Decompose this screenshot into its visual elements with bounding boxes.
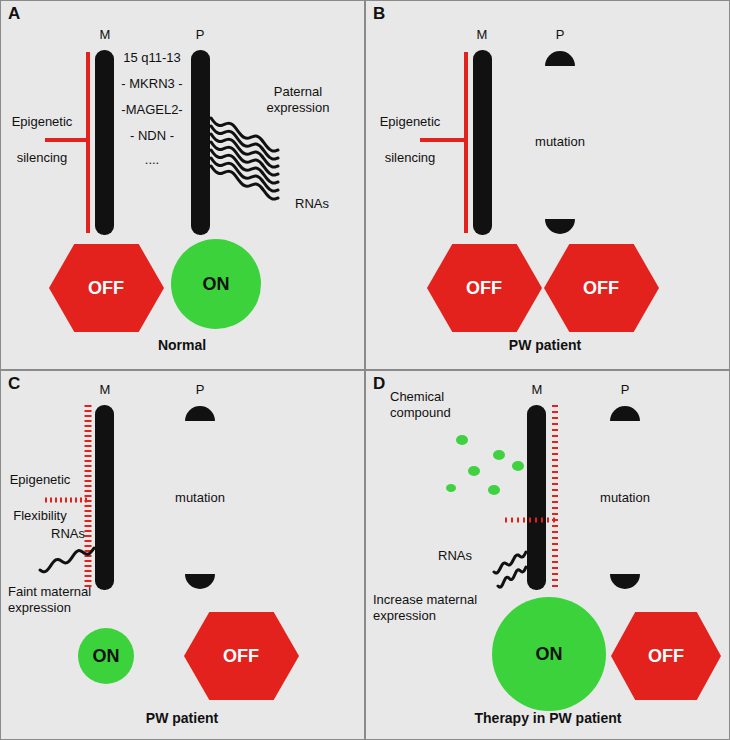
maternal-chromosome — [473, 50, 492, 235]
chromosomes — [95, 50, 640, 590]
annotation-label: mutation — [175, 490, 225, 506]
flexible-silencing — [45, 498, 88, 503]
silencing-bar — [45, 138, 88, 142]
off-hexagon: OFF — [184, 612, 299, 700]
annotation-label: Paternal expression — [253, 84, 343, 116]
annotation-label: - NDN - — [130, 128, 174, 144]
chromosome-fragment — [545, 51, 575, 66]
panel-letter: D — [373, 374, 385, 394]
annotation-label: P — [621, 382, 630, 398]
annotation-label: RNAs — [438, 548, 472, 564]
annotation-label: Epigenetic Flexibility — [0, 462, 80, 534]
annotation-label: M — [100, 27, 111, 43]
flexible-silencing — [505, 518, 555, 523]
chromosome-fragment — [545, 219, 575, 234]
compound-dot — [488, 485, 500, 495]
annotation-label: -MAGEL2- — [121, 102, 182, 118]
compound-dot — [446, 484, 456, 492]
silencing-bar — [86, 52, 90, 233]
annotation-label: P — [196, 382, 205, 398]
annotation-label: M — [532, 382, 543, 398]
off-hexagon: OFF — [427, 244, 542, 332]
maternal-chromosome — [95, 50, 114, 235]
state-label: OFF — [648, 646, 684, 667]
state-label: ON — [203, 274, 230, 295]
chromosome-fragment — [610, 406, 640, 421]
on-circle: ON — [78, 628, 134, 684]
panel-letter: A — [8, 4, 20, 24]
annotation-label: mutation — [600, 490, 650, 506]
panel-caption: Normal — [158, 337, 206, 353]
annotation-label: Increase maternal expression — [373, 592, 483, 624]
compound-dots — [446, 435, 524, 495]
circle-fill — [78, 628, 134, 684]
panel-caption: Therapy in PW patient — [474, 710, 621, 726]
off-hexagon: OFF — [544, 244, 659, 332]
on-circle: ON — [492, 597, 606, 711]
state-label: ON — [536, 644, 563, 665]
state-label: OFF — [466, 278, 502, 299]
hexagon-fill — [544, 244, 659, 332]
compound-dot — [512, 461, 524, 471]
flexible-silencing — [552, 405, 558, 590]
off-hexagon: OFF — [611, 612, 721, 700]
annotation-label: RNAs — [295, 196, 329, 212]
rna-strand — [40, 548, 94, 572]
rna-strands — [40, 118, 526, 587]
figure-panel: A OFF ON — [0, 0, 365, 370]
panel-caption: PW patient — [509, 337, 581, 353]
compound-dot — [468, 466, 480, 476]
on-circle: ON — [171, 239, 261, 329]
annotation-label: Chemical compound — [390, 389, 470, 421]
silencing-bar — [464, 52, 468, 233]
annotation-label: 15 q11-13 — [123, 50, 181, 66]
paternal-chromosome — [191, 50, 210, 235]
annotation-label: .... — [145, 152, 159, 168]
figure-panel: B OFF OFF — [365, 0, 730, 370]
chromosome-fragment — [610, 574, 640, 589]
panel-caption: PW patient — [146, 710, 218, 726]
maternal-chromosome — [527, 405, 546, 590]
annotation-label: mutation — [535, 134, 585, 150]
annotation-label: M — [477, 27, 488, 43]
state-label: OFF — [583, 278, 619, 299]
annotation-label: RNAs — [51, 526, 85, 542]
hexagon-fill — [184, 612, 299, 700]
annotation-label: Faint maternal expression — [8, 584, 118, 616]
rna-strand — [211, 166, 278, 199]
state-label: ON — [93, 646, 120, 667]
silencing-marks — [45, 52, 555, 590]
hexagon-fill — [611, 612, 721, 700]
state-label: OFF — [88, 278, 124, 299]
rna-strand — [498, 567, 526, 587]
maternal-chromosome — [95, 405, 114, 590]
panel-letter: C — [8, 374, 20, 394]
annotation-label: Epigenetic silencing — [2, 104, 82, 176]
compound-dot — [493, 450, 505, 460]
circle-fill — [492, 597, 606, 711]
annotation-label: P — [556, 27, 565, 43]
circle-fill — [171, 239, 261, 329]
annotation-label: Epigenetic silencing — [370, 104, 450, 176]
off-hexagon: OFF — [49, 244, 164, 332]
chromosome-fragment — [185, 574, 215, 589]
annotation-label: P — [196, 27, 205, 43]
annotation-label: - MKRN3 - — [121, 76, 182, 92]
panel-letter: B — [373, 4, 385, 24]
compound-dot — [456, 435, 468, 445]
silencing-bar — [420, 138, 466, 142]
hexagon-fill — [49, 244, 164, 332]
figure-panel: C ON OFF — [0, 370, 365, 740]
state-label: OFF — [223, 646, 259, 667]
figure-panel: D ON OFF — [365, 370, 730, 740]
chromosome-fragment — [185, 406, 215, 421]
annotation-label: M — [100, 382, 111, 398]
hexagon-fill — [427, 244, 542, 332]
